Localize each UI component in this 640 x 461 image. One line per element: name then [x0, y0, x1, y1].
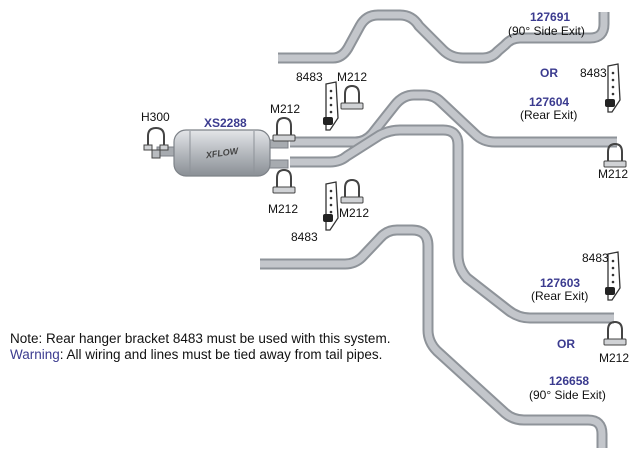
warning-label: Warning [10, 347, 60, 362]
label-exit-rear: (Rear Exit) [520, 108, 578, 122]
label-clamp: M212 [598, 167, 629, 181]
label-exit-side: (90° Side Exit) [529, 388, 606, 402]
clamp-icon [272, 116, 296, 142]
label-clamp: M212 [337, 70, 368, 84]
tailpipe-127603 [290, 124, 614, 324]
label-clamp: M212 [270, 102, 301, 116]
label-h300: H300 [141, 110, 170, 124]
tailpipe-127691 [278, 9, 610, 64]
or-label: OR [557, 337, 575, 351]
bracket-8483-icon [323, 81, 339, 131]
or-label: OR [540, 66, 558, 80]
label-clamp: M212 [599, 351, 630, 365]
label-kit-127604: 127604 [529, 95, 570, 109]
label-exit-side: (90° Side Exit) [508, 24, 585, 38]
clamp-icon [340, 84, 364, 110]
label-bracket: 8483 [296, 70, 323, 84]
muffler-logo: XFLOW [204, 146, 240, 161]
hanger-h300 [143, 126, 169, 159]
bracket-8483-icon [605, 63, 621, 113]
label-clamp: M212 [339, 206, 370, 220]
bracket-8483-icon [323, 181, 339, 231]
clamp-icon [340, 178, 364, 204]
bracket-8483-icon [605, 251, 621, 301]
label-bracket: 8483 [291, 230, 318, 244]
warning-text: : All wiring and lines must be tied away… [59, 347, 383, 362]
note-warning: Warning: All wiring and lines must be ti… [10, 346, 382, 363]
clamp-icon [272, 168, 296, 194]
note-hanger: Note: Rear hanger bracket 8483 must be u… [10, 331, 391, 346]
label-kit-127603: 127603 [540, 276, 581, 290]
muffler-xs2288: XFLOW [156, 129, 289, 177]
label-clamp: M212 [268, 202, 299, 216]
clamp-icon [603, 320, 627, 346]
label-kit-126658: 126658 [549, 374, 590, 388]
label-bracket: 8483 [582, 251, 609, 265]
label-exit-rear: (Rear Exit) [531, 289, 589, 303]
tailpipe-126658 [260, 224, 608, 448]
label-xs2288: XS2288 [204, 116, 247, 130]
clamp-icon [603, 142, 627, 168]
label-bracket: 8483 [580, 66, 607, 80]
label-kit-127691: 127691 [530, 10, 571, 24]
